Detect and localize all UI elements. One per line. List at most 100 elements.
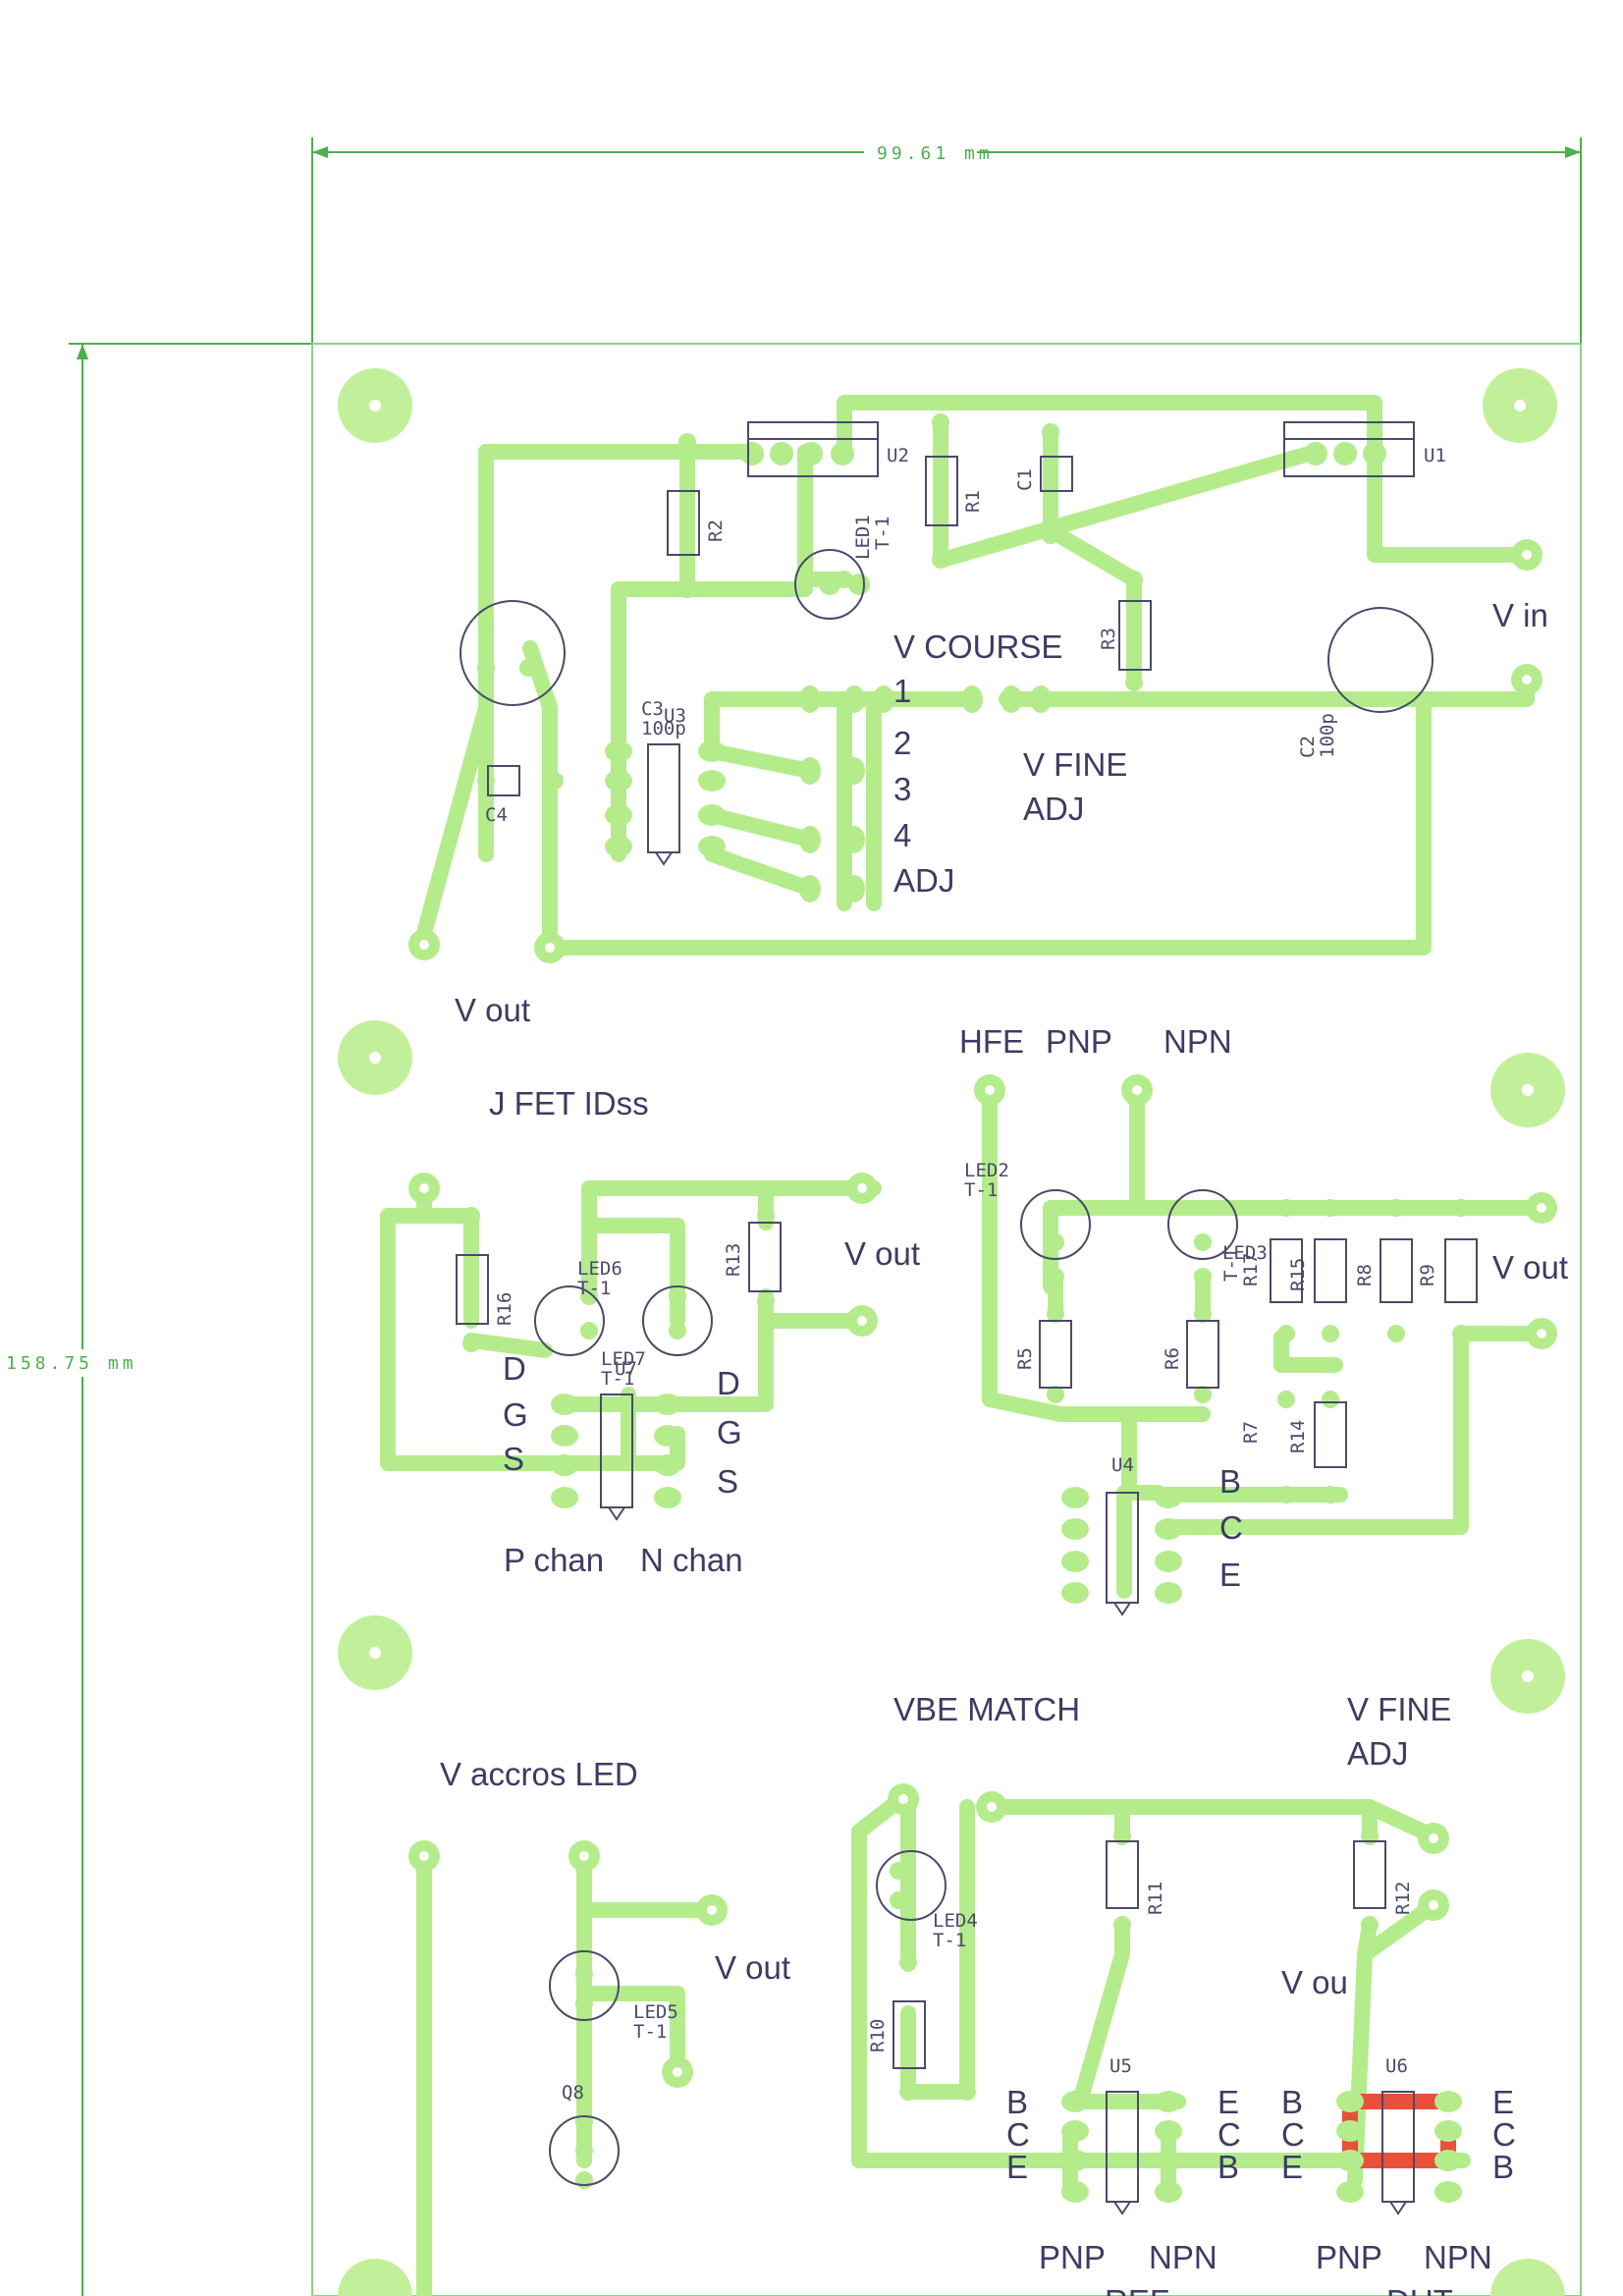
pads-jfet [408,1173,878,1508]
q8-label: Q8 [562,2082,584,2104]
v-out-jfet-label: V out [844,1235,920,1272]
s-right-label: S [717,1463,738,1500]
c3-label: C3 [641,698,664,720]
led6-type: T-1 [577,1278,611,1299]
u4-label: U4 [1111,1454,1134,1476]
dut-label: DUT [1386,2283,1453,2296]
led7-type: T-1 [601,1368,634,1390]
r14-label: R14 [1287,1420,1309,1453]
led3-label: LED3 [1222,1242,1268,1264]
g-left-label: G [503,1396,528,1433]
adj-label: ADJ [893,862,954,899]
led1-label: LED1 [852,515,874,560]
r8-label: R8 [1354,1264,1376,1286]
u5-label: U5 [1109,2055,1132,2077]
board-outline [311,343,1582,2296]
pnp-dut-label: PNP [1316,2239,1382,2275]
traces-top [416,395,1535,956]
ecb-1-c-label: C [1217,2116,1241,2153]
hfe-label: HFE [959,1023,1024,1060]
r11-label: R11 [1145,1882,1166,1915]
c2-label: C2 [1297,736,1319,758]
labels-top: V COURSE 1 2 3 4 ADJ V FINE ADJ V in V o… [455,597,1548,1028]
v-course-label: V COURSE [893,629,1062,665]
r9-label: R9 [1417,1264,1438,1286]
bce-1-c-label: C [1006,2116,1030,2153]
c1-label: C1 [1014,468,1036,491]
npn-dut-label: NPN [1424,2239,1492,2275]
v-in-label: V in [1492,597,1548,633]
ecb-2-e-label: E [1492,2084,1514,2120]
c2-value: 100p [1317,713,1338,758]
component-labels-jfet: R16 R13 LED6 T-1 LED7 U7 T-1 [494,1243,744,1390]
b-hfe-label: B [1219,1463,1241,1500]
traces-jfet [380,1180,882,1471]
silkscreen-jfet [456,1222,782,1521]
labels-jfet: J FET IDss V out D G S D G S P chan N ch… [489,1085,920,1578]
silkscreen-led [549,1950,620,2186]
mounting-holes [338,368,1565,2296]
u3-label: U3 [664,705,686,727]
position-3-label: 3 [893,771,911,807]
ecb-2-c-label: C [1492,2116,1516,2153]
dimension-height: 158.75 mm [0,343,312,2296]
npn-ref-label: NPN [1149,2239,1217,2275]
led6-label: LED6 [577,1258,622,1280]
v-accros-led-label: V accros LED [440,1756,638,1792]
u6-label: U6 [1385,2055,1408,2077]
pads-vbe [888,1783,1462,2203]
pnp-top-label: PNP [1046,1023,1112,1060]
position-1-label: 1 [893,673,911,709]
r15-label: R15 [1287,1258,1309,1291]
d-left-label: D [503,1350,526,1387]
labels-hfe: HFE PNP NPN V out B C E [959,1023,1568,1593]
component-labels-top: U2 U1 R2 R1 C1 LED1 T-1 R3 C3 U3 100p C4… [485,445,1446,826]
r7-label: R7 [1240,1421,1262,1444]
u7-label: U7 [615,1358,637,1380]
e-hfe-label: E [1219,1557,1241,1593]
u2-label: U2 [887,445,909,466]
s-left-label: S [503,1441,524,1477]
labels-vbe: VBE MATCH V FINE ADJ V ou B C E E C B B … [893,1691,1516,2296]
n-chan-label: N chan [640,1542,743,1578]
adj-2-label: ADJ [1347,1735,1408,1772]
r2-label: R2 [705,519,727,542]
v-out-top-label: V out [455,992,530,1028]
v-fine-label: V FINE [1023,746,1127,783]
c3-value: 100p [641,718,686,739]
position-2-label: 2 [893,725,911,761]
led1-type: T-1 [872,517,893,550]
g-right-label: G [717,1414,742,1450]
r16-label: R16 [494,1292,515,1326]
component-labels-vbe: R11 R12 LED4 T-1 R10 U5 U6 [867,1882,1414,2077]
v-ou-label: V ou [1281,1964,1348,2000]
ecb-1-e-label: E [1217,2084,1239,2120]
pads-led [408,1840,728,2189]
led7-label: LED7 [601,1348,646,1370]
silkscreen-hfe [1020,1189,1478,1616]
pnp-ref-label: PNP [1039,2239,1106,2275]
c-hfe-label: C [1219,1509,1243,1546]
led5-type: T-1 [633,2021,667,2043]
silkscreen-vbe [876,1840,1415,2215]
led4-type: T-1 [933,1930,966,1951]
r5-label: R5 [1014,1347,1036,1370]
v-out-led-label: V out [715,1949,790,1986]
dimension-width-label: 99.61 mm [877,143,994,164]
npn-top-label: NPN [1163,1023,1232,1060]
r12-label: R12 [1392,1882,1414,1915]
bce-2-e-label: E [1281,2149,1303,2185]
u1-label: U1 [1424,445,1446,466]
bce-2-c-label: C [1281,2116,1305,2153]
r10-label: R10 [867,2019,889,2052]
led5-label: LED5 [633,2001,678,2023]
r13-label: R13 [723,1243,744,1277]
p-chan-label: P chan [504,1542,604,1578]
r1-label: R1 [962,490,984,513]
position-4-label: 4 [893,817,911,853]
led2-type: T-1 [964,1179,998,1201]
labels-led: V accros LED V out [440,1756,790,1986]
v-fine-adj-label: ADJ [1023,791,1084,827]
bce-2-b-label: B [1281,2084,1303,2120]
